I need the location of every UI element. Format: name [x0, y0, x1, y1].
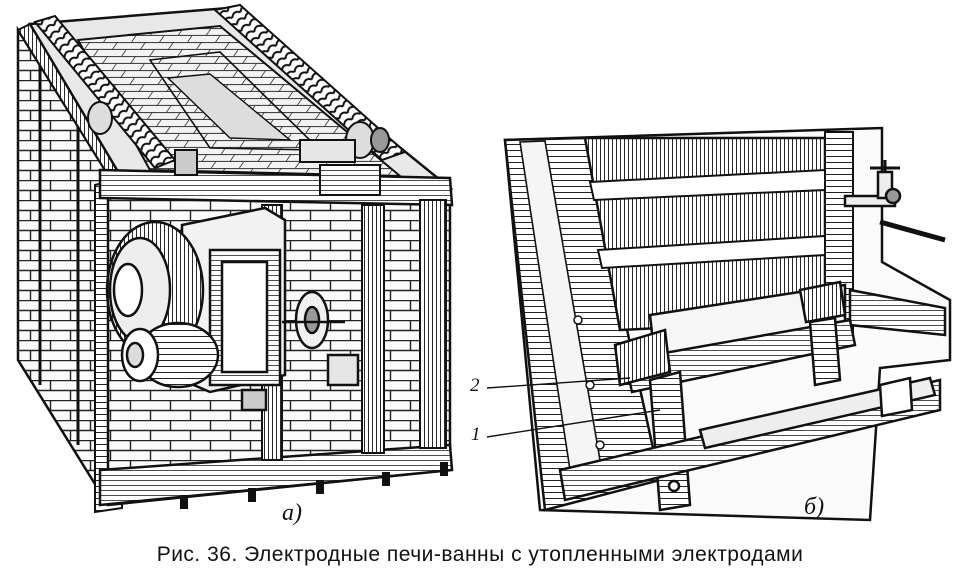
callout-label-1: 1	[471, 424, 481, 445]
figure-caption: Рис. 36. Электродные печи-ванны с утопле…	[156, 543, 804, 566]
panel-label-b: б)	[804, 494, 825, 520]
callout-label-2: 2	[470, 375, 480, 396]
furnace-b-drawing	[503, 126, 952, 522]
panel-label-a: а)	[282, 500, 302, 526]
furnace-a-drawing	[16, 3, 454, 514]
callout-leaders	[486, 377, 661, 438]
